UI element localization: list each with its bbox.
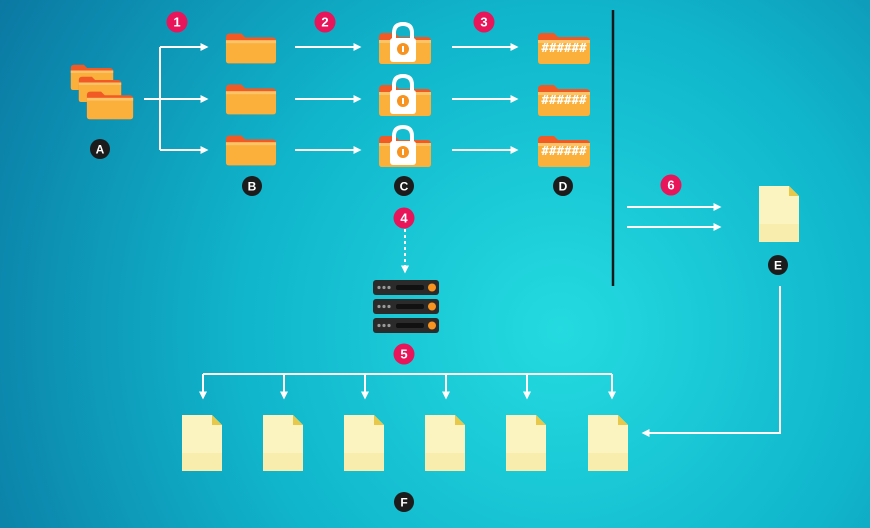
hashed-text: ###### bbox=[541, 92, 587, 107]
step-number: 6 bbox=[667, 178, 674, 193]
locked-folder-icon bbox=[379, 73, 431, 116]
server-icon bbox=[373, 280, 439, 333]
step-number: 1 bbox=[173, 15, 180, 30]
step-badge-2: 2 bbox=[314, 11, 336, 33]
hashed-folder-icon: ###### bbox=[538, 33, 590, 64]
node-label-c: C bbox=[394, 176, 414, 196]
step-number: 4 bbox=[400, 211, 408, 226]
node-label-f: F bbox=[394, 492, 414, 512]
node-letter: F bbox=[400, 496, 407, 510]
step-number: 5 bbox=[400, 347, 407, 362]
file-icon bbox=[759, 186, 799, 242]
split-folder-icon bbox=[225, 84, 277, 115]
hashed-folder-icon: ###### bbox=[538, 85, 590, 116]
step-badge-5: 5 bbox=[393, 343, 415, 365]
split-folder-icon bbox=[225, 33, 277, 64]
hash-arrows bbox=[452, 43, 519, 154]
step-badge-3: 3 bbox=[473, 11, 495, 33]
node-label-b: B bbox=[242, 176, 262, 196]
split-folder-icon bbox=[225, 135, 277, 166]
return-arrow bbox=[641, 286, 781, 437]
node-letter: A bbox=[96, 143, 105, 157]
node-letter: E bbox=[774, 259, 782, 273]
split-connector bbox=[144, 43, 209, 154]
step-number: 3 bbox=[480, 15, 487, 30]
step-badge-6: 6 bbox=[660, 174, 682, 196]
file-icon bbox=[263, 415, 303, 471]
file-icon bbox=[425, 415, 465, 471]
node-label-d: D bbox=[553, 176, 573, 196]
node-letter: B bbox=[248, 180, 257, 194]
file-icon bbox=[588, 415, 628, 471]
transfer-arrows bbox=[627, 203, 722, 231]
step-badge-1: 1 bbox=[166, 11, 188, 33]
file-icon bbox=[506, 415, 546, 471]
hashed-text: ###### bbox=[541, 143, 587, 158]
distribution-connector bbox=[199, 373, 616, 400]
node-letter: C bbox=[400, 180, 409, 194]
hashed-text: ###### bbox=[541, 40, 587, 55]
file-icon bbox=[182, 415, 222, 471]
node-label-a: A bbox=[90, 139, 110, 159]
hashed-folder-icon: ###### bbox=[538, 136, 590, 167]
step-number: 2 bbox=[321, 15, 328, 30]
step-badge-4: 4 bbox=[393, 207, 415, 229]
locked-folder-icon bbox=[379, 21, 431, 64]
encrypt-arrows bbox=[295, 43, 362, 154]
node-label-e: E bbox=[768, 255, 788, 275]
locked-folder-icon bbox=[379, 124, 431, 167]
node-letter: D bbox=[559, 180, 568, 194]
file-icon bbox=[344, 415, 384, 471]
